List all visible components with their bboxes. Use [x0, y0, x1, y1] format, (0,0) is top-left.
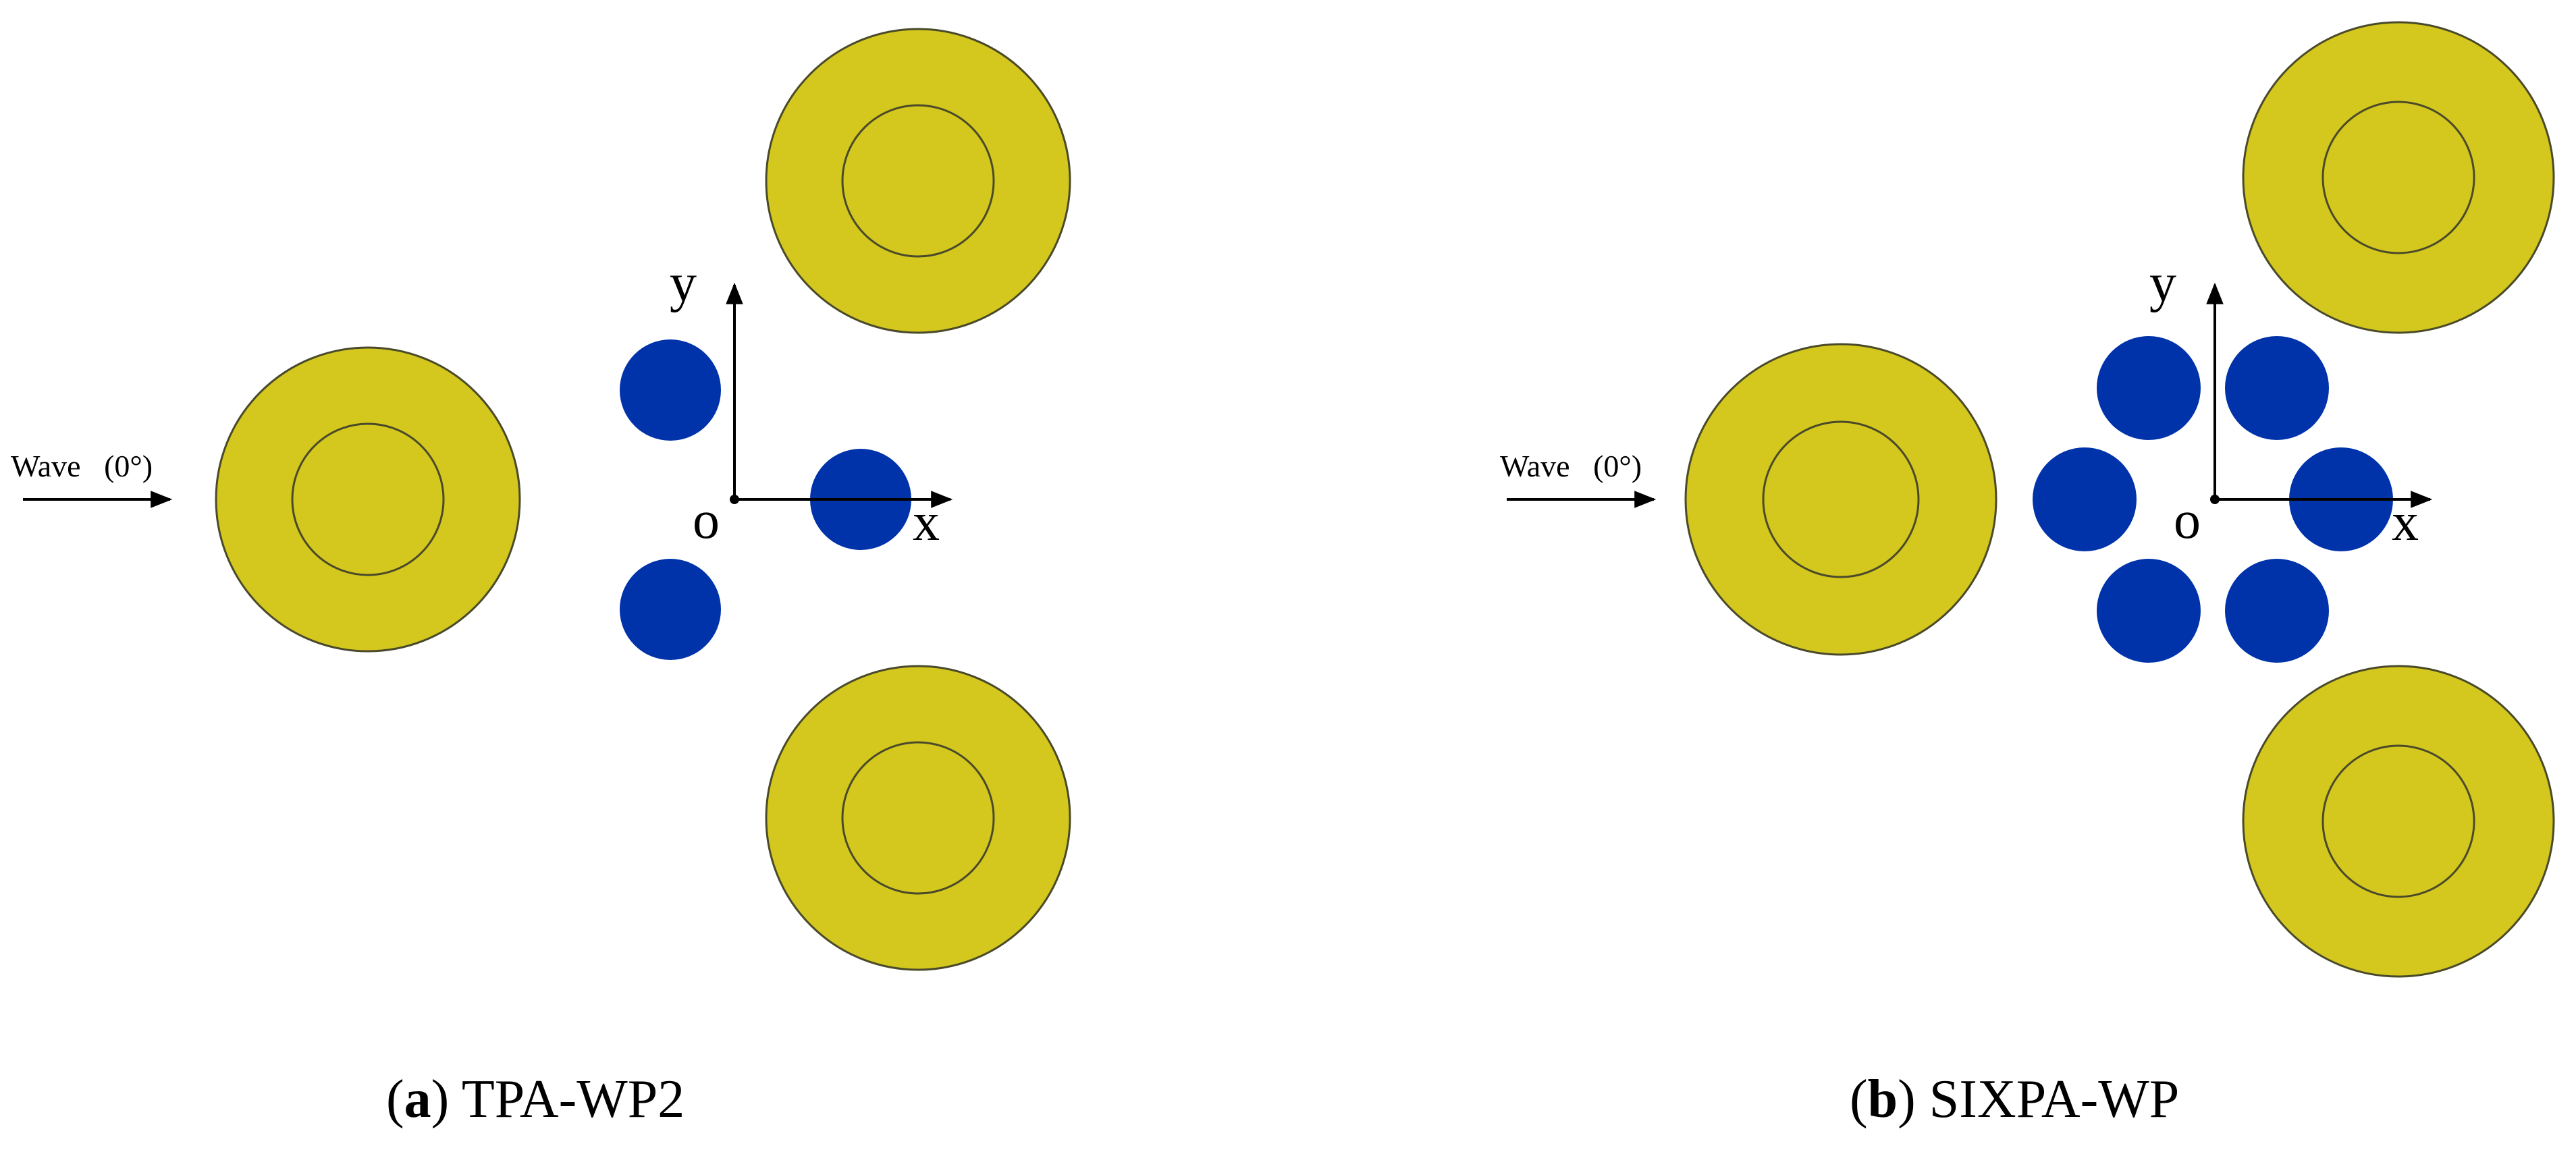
axis-x-label: x: [913, 493, 940, 552]
panel-a: Wave (0°) y x o (a) TPA-WP2: [11, 28, 1071, 1129]
origin-dot: [730, 495, 739, 504]
axis-x-label: x: [2392, 493, 2419, 552]
pontoon-3: [2033, 447, 2137, 551]
wave-label: Wave (0°): [1500, 449, 1642, 483]
caption-b: (b) SIXPA-WP: [1850, 1070, 2179, 1129]
pontoon-3: [620, 559, 721, 660]
column-west: [215, 346, 521, 653]
caption-a: (a) TPA-WP2: [386, 1070, 685, 1129]
panel-b: Wave (0°) y x o (b) SIXPA-WP: [1500, 21, 2555, 1129]
column-south: [765, 665, 1071, 971]
origin-label: o: [2174, 491, 2201, 550]
pontoon-1: [2097, 336, 2201, 440]
pontoon-2: [2225, 336, 2329, 440]
wave-label: Wave (0°): [11, 449, 153, 483]
pontoon-1: [620, 339, 721, 441]
column-north: [765, 28, 1071, 334]
origin-dot: [2210, 495, 2220, 504]
axis-y-label: y: [670, 254, 697, 313]
origin-label: o: [693, 491, 720, 550]
column-north: [2242, 21, 2555, 334]
column-south: [2242, 665, 2555, 978]
pontoon-6: [2225, 559, 2329, 663]
column-west: [1684, 343, 1997, 656]
axis-y-label: y: [2149, 254, 2176, 313]
pontoon-5: [2097, 559, 2201, 663]
